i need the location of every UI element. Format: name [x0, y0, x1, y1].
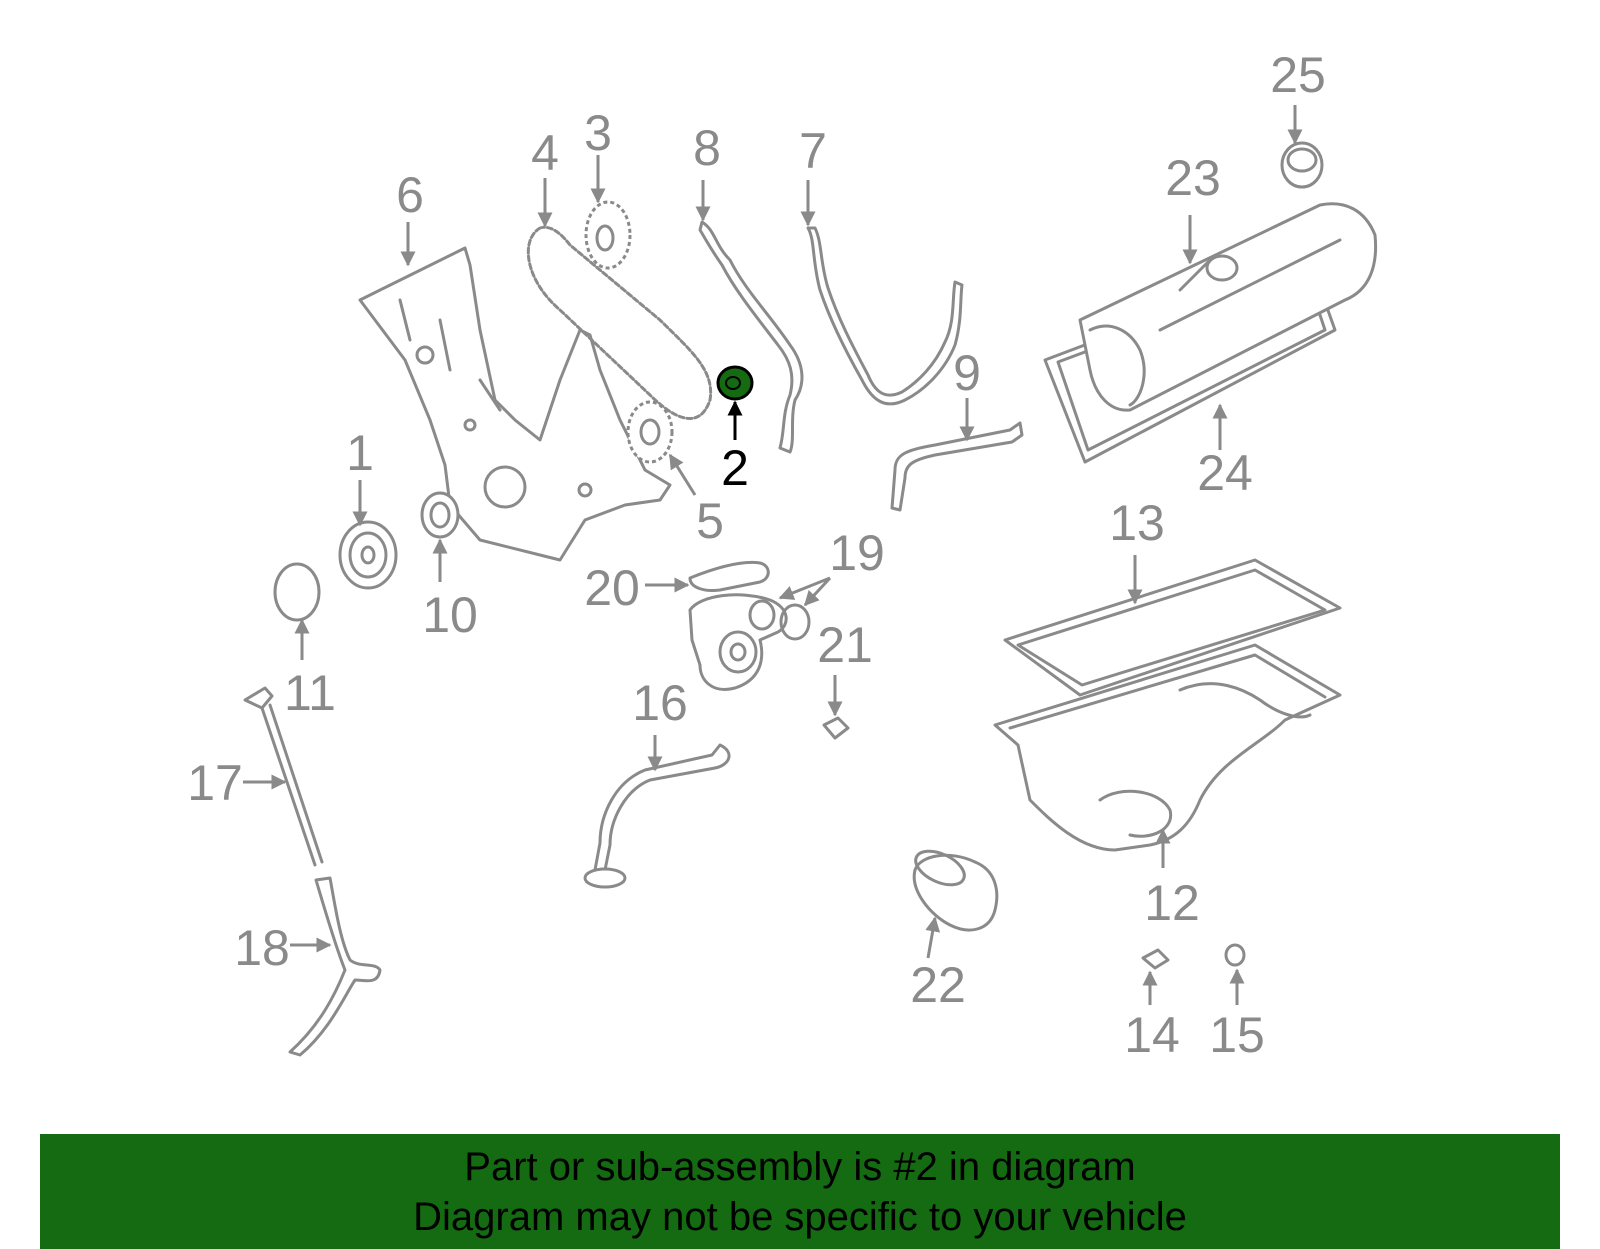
part-16-pickup-tube — [583, 743, 731, 889]
part-17-dipstick — [243, 686, 324, 867]
callout-17: 17 — [187, 755, 243, 811]
callout-1: 1 — [346, 425, 374, 481]
callout-24: 24 — [1197, 445, 1253, 501]
part-6-timing-cover — [358, 246, 672, 562]
callout-20: 20 — [584, 560, 640, 616]
callout-6: 6 — [396, 167, 424, 223]
part-8-gasket — [698, 220, 804, 454]
callout-5: 5 — [696, 493, 724, 549]
callout-7: 7 — [799, 123, 827, 179]
part-10-seal — [420, 491, 460, 539]
part-21-plug — [822, 716, 850, 740]
callout-13: 13 — [1109, 495, 1165, 551]
part-13-oil-pan-gasket — [1003, 558, 1342, 697]
callout-19: 19 — [829, 525, 885, 581]
callout-labels: 1 2 3 4 5 6 7 8 9 10 11 12 13 14 15 16 1… — [187, 47, 1326, 1063]
part-25-oil-filler-cap — [1280, 141, 1324, 189]
callout-14: 14 — [1124, 1007, 1180, 1063]
callout-8: 8 — [693, 120, 721, 176]
callout-9: 9 — [953, 345, 981, 401]
part-7-gasket — [806, 226, 964, 406]
callout-21: 21 — [817, 617, 873, 673]
part-2-highlighted — [716, 365, 754, 401]
part-23-valve-cover — [1078, 202, 1378, 412]
callout-10: 10 — [422, 587, 478, 643]
part-4-timing-chain — [526, 225, 713, 420]
part-12-oil-pan — [993, 643, 1342, 852]
callout-18: 18 — [234, 920, 290, 976]
callout-3: 3 — [584, 105, 612, 161]
callout-11: 11 — [284, 665, 336, 721]
part-oil-pump — [688, 593, 788, 691]
leader-lines — [243, 105, 1303, 1005]
callout-23: 23 — [1165, 150, 1221, 206]
part-14-drain-bolt — [1141, 948, 1170, 970]
callout-15: 15 — [1209, 1007, 1265, 1063]
part-18-dipstick-tube — [288, 876, 382, 1057]
part-3-camshaft-sprocket — [584, 200, 632, 270]
callout-16: 16 — [632, 675, 688, 731]
part-19-oring — [779, 603, 811, 641]
callout-12: 12 — [1144, 875, 1200, 931]
callout-22: 22 — [910, 957, 966, 1013]
part-9-baffle — [890, 421, 1024, 512]
callout-25: 25 — [1270, 47, 1326, 103]
info-banner: Part or sub-assembly is #2 in diagram Di… — [40, 1134, 1560, 1249]
part-22-oil-filter — [912, 849, 999, 932]
banner-line-part-info: Part or sub-assembly is #2 in diagram — [464, 1145, 1136, 1189]
part-20-gasket — [688, 560, 770, 592]
part-1-crankshaft-pulley — [338, 520, 398, 590]
callout-2: 2 — [721, 440, 749, 496]
part-11-oring — [273, 562, 321, 622]
part-5-crankshaft-sprocket — [626, 400, 674, 464]
banner-line-disclaimer: Diagram may not be specific to your vehi… — [413, 1195, 1187, 1239]
callout-4: 4 — [531, 125, 559, 181]
part-15-washer — [1224, 943, 1246, 967]
